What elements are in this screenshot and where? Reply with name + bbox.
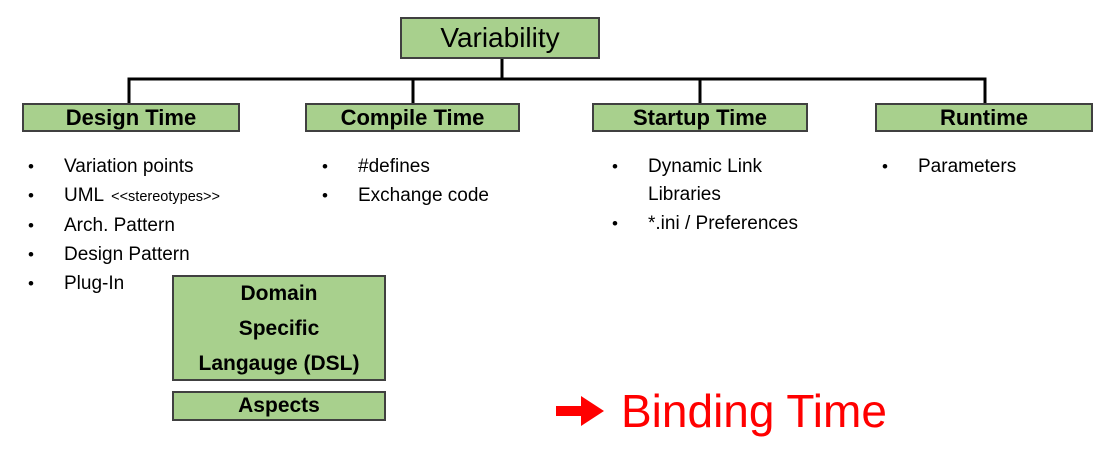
compile-time-list: • #defines • Exchange code (322, 153, 489, 211)
list-item-text: Parameters (918, 156, 1017, 177)
design-time-list: • Variation points • UML <<stereotypes>>… (28, 153, 220, 299)
list-item: • Parameters (882, 153, 1016, 181)
list-item-text: Plug-In (64, 273, 125, 294)
aspects-box-label: Aspects (238, 394, 320, 417)
bullet-icon: • (322, 157, 328, 176)
list-item-text: Exchange code (358, 185, 489, 206)
header-label: Design Time (65, 104, 197, 130)
list-item: • Dynamic Link Libraries (612, 153, 798, 209)
bullet-icon: • (322, 186, 328, 205)
stereotypes-annotation: <<stereotypes>> (111, 189, 220, 205)
dsl-box-line: Domain (240, 281, 318, 305)
list-item: • #defines (322, 153, 489, 181)
list-item-text: Dynamic Link Libraries (648, 156, 763, 205)
bullet-icon: • (28, 216, 34, 235)
root-box-variability: Variability (400, 17, 600, 59)
header-label: Compile Time (340, 104, 485, 130)
list-item-text: *.ini / Preferences (648, 213, 798, 234)
dsl-box: Domain Specific Langauge (DSL) (172, 275, 386, 381)
bullet-icon: • (612, 157, 618, 176)
list-item: • Design Pattern (28, 241, 220, 269)
list-item: • *.ini / Preferences (612, 210, 798, 238)
list-item-text: Design Pattern (64, 244, 190, 265)
list-item: • Variation points (28, 153, 220, 181)
header-box-compile-time: Compile Time (305, 103, 520, 132)
bullet-icon: • (28, 186, 34, 205)
root-box-label: Variability (440, 22, 560, 53)
list-item-text: #defines (358, 156, 430, 177)
list-item: • UML <<stereotypes>> (28, 182, 220, 211)
bullet-icon: • (882, 157, 888, 176)
list-item: • Exchange code (322, 182, 489, 210)
list-item: • Arch. Pattern (28, 212, 220, 240)
binding-time-label: Binding Time (621, 385, 887, 437)
binding-time-annotation: Binding Time (556, 386, 887, 437)
bullet-icon: • (28, 274, 34, 293)
list-item-text: Variation points (64, 156, 194, 177)
bullet-icon: • (612, 214, 618, 233)
bullet-icon: • (28, 157, 34, 176)
header-box-runtime: Runtime (875, 103, 1093, 132)
aspects-box: Aspects (172, 391, 386, 421)
startup-time-list: • Dynamic Link Libraries • *.ini / Prefe… (612, 153, 798, 239)
header-label: Startup Time (632, 104, 768, 130)
dsl-box-line: Langauge (DSL) (198, 351, 360, 375)
bullet-icon: • (28, 245, 34, 264)
list-item: • Plug-In (28, 270, 220, 298)
dsl-box-line: Specific (238, 316, 320, 340)
header-label: Runtime (940, 104, 1028, 130)
list-item-text: Arch. Pattern (64, 215, 175, 236)
header-box-startup-time: Startup Time (592, 103, 808, 132)
header-box-design-time: Design Time (22, 103, 240, 132)
right-arrow-icon (556, 396, 604, 427)
runtime-list: • Parameters (882, 153, 1016, 182)
list-item-text: UML (64, 185, 105, 206)
